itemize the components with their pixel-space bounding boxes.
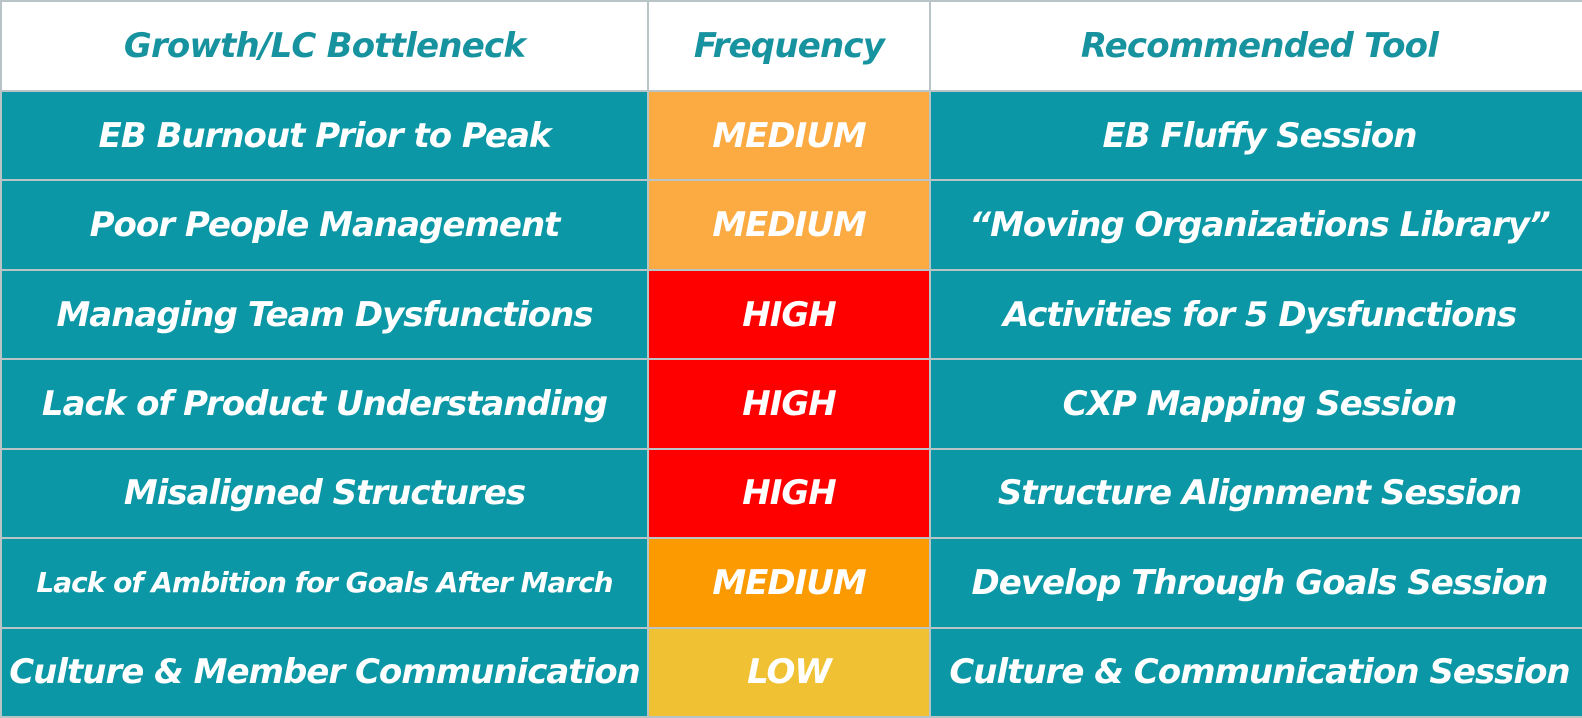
table-row: Misaligned Structures HIGH Structure Ali… — [0, 447, 1582, 540]
frequency-cell: HIGH — [647, 447, 931, 540]
frequency-cell: MEDIUM — [647, 89, 931, 182]
bottleneck-cell: Poor People Management — [0, 179, 649, 271]
table-row: EB Burnout Prior to Peak MEDIUM EB Fluff… — [0, 89, 1582, 182]
table-row: Lack of Product Understanding HIGH CXP M… — [0, 358, 1582, 450]
frequency-cell: MEDIUM — [647, 537, 931, 629]
recommended-tool-cell: Culture & Communication Session — [929, 626, 1582, 718]
frequency-cell: MEDIUM — [647, 179, 931, 271]
table-row: Lack of Ambition for Goals After March M… — [0, 537, 1582, 629]
table-row: Culture & Member Communication LOW Cultu… — [0, 626, 1582, 718]
recommended-tool-cell: Activities for 5 Dysfunctions — [929, 268, 1582, 361]
table-header-row: Growth/LC Bottleneck Frequency Recommend… — [0, 0, 1582, 92]
bottleneck-cell: Culture & Member Communication — [0, 626, 649, 718]
recommended-tool-cell: Develop Through Goals Session — [929, 537, 1582, 629]
frequency-cell: LOW — [647, 626, 931, 718]
bottleneck-cell: Misaligned Structures — [0, 447, 649, 540]
header-bottleneck: Growth/LC Bottleneck — [0, 0, 649, 92]
bottleneck-cell: Lack of Product Understanding — [0, 358, 649, 450]
recommended-tool-cell: EB Fluffy Session — [929, 89, 1582, 182]
header-frequency: Frequency — [647, 0, 931, 92]
recommended-tool-cell: “Moving Organizations Library” — [929, 179, 1582, 271]
bottleneck-cell: Managing Team Dysfunctions — [0, 268, 649, 361]
recommended-tool-cell: CXP Mapping Session — [929, 358, 1582, 450]
bottleneck-cell: Lack of Ambition for Goals After March — [0, 537, 649, 629]
table-row: Poor People Management MEDIUM “Moving Or… — [0, 179, 1582, 271]
frequency-cell: HIGH — [647, 358, 931, 450]
table-row: Managing Team Dysfunctions HIGH Activiti… — [0, 268, 1582, 361]
header-recommended-tool: Recommended Tool — [929, 0, 1582, 92]
frequency-cell: HIGH — [647, 268, 931, 361]
bottleneck-cell: EB Burnout Prior to Peak — [0, 89, 649, 182]
recommended-tool-cell: Structure Alignment Session — [929, 447, 1582, 540]
